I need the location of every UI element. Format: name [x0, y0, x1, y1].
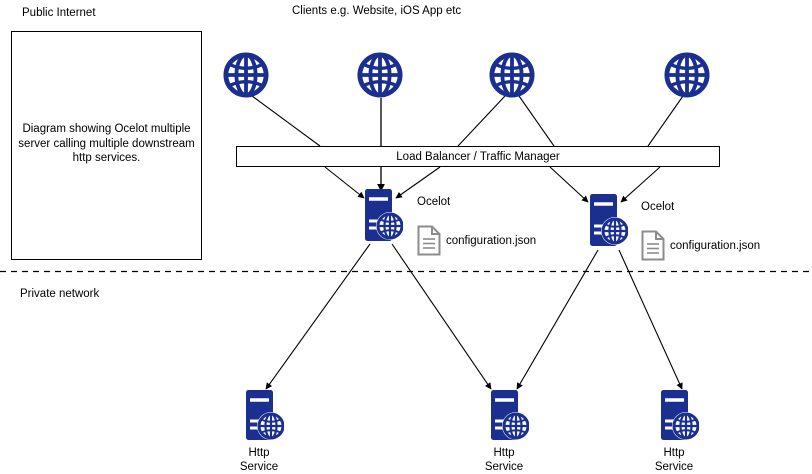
globe-icon [664, 52, 710, 98]
link-lb-to-ocelot2-a [549, 166, 589, 203]
http-service-label-3: Http Service [614, 446, 734, 474]
link-client3b-to-lb [518, 95, 555, 147]
link-ocelot1-to-service2 [391, 243, 492, 390]
ocelot-config-icon-2[interactable] [641, 230, 665, 266]
ocelot-config-icon-1[interactable] [417, 225, 441, 261]
http-service-label-2: Http Service [444, 446, 564, 474]
ocelot-node-2[interactable] [588, 193, 629, 253]
server-globe-icon [661, 390, 700, 440]
ocelot-config-label-2: configuration.json [670, 240, 761, 252]
legend-box [11, 31, 202, 260]
http-service-label-1-line2: Service [239, 461, 279, 473]
load-balancer-label: Load Balancer / Traffic Manager [396, 150, 560, 163]
server-globe-icon [590, 194, 629, 246]
client-globe-2[interactable] [357, 52, 403, 103]
clients-label: Clients e.g. Website, iOS App etc [292, 5, 462, 17]
globe-icon [489, 52, 535, 98]
ocelot-label-1: Ocelot [417, 196, 451, 208]
document-icon [641, 230, 665, 261]
ocelot-config-label-1: configuration.json [446, 235, 537, 247]
client-globe-4[interactable] [664, 52, 710, 103]
http-service-node-2[interactable] [489, 389, 530, 447]
http-service-label-3-line2: Service [654, 461, 694, 473]
ocelot-label-2: Ocelot [641, 201, 675, 213]
http-service-node-3[interactable] [659, 389, 700, 447]
link-ocelot1-to-service1 [265, 243, 371, 390]
globe-icon [357, 52, 403, 98]
http-service-label-1-line1: Http [248, 447, 270, 459]
ocelot-node-1[interactable] [363, 188, 404, 248]
link-lb-to-ocelot1-a [324, 166, 365, 199]
globe-icon [223, 52, 269, 98]
server-globe-icon [365, 189, 404, 241]
link-client3a-to-lb [457, 95, 506, 147]
server-globe-icon [491, 390, 530, 440]
http-service-label-2-line1: Http [493, 447, 515, 459]
http-service-label-1: Http Service [199, 446, 319, 474]
document-icon [417, 225, 441, 256]
legend-note-text: Diagram showing Ocelot multiple server c… [18, 123, 195, 164]
link-client4-to-lb [647, 95, 684, 147]
link-ocelot2-to-service2 [516, 249, 599, 390]
client-globe-1[interactable] [223, 52, 269, 103]
server-globe-icon [246, 390, 285, 440]
private-network-label: Private network [20, 288, 100, 300]
http-service-node-1[interactable] [244, 389, 285, 447]
http-service-label-2-line2: Service [484, 461, 524, 473]
link-client1-to-lb [251, 95, 321, 147]
load-balancer-box: Load Balancer / Traffic Manager [236, 146, 720, 167]
http-service-label-3-line1: Http [663, 447, 685, 459]
client-globe-3[interactable] [489, 52, 535, 103]
link-ocelot2-to-service3 [618, 249, 683, 390]
public-internet-label: Public Internet [22, 7, 96, 19]
